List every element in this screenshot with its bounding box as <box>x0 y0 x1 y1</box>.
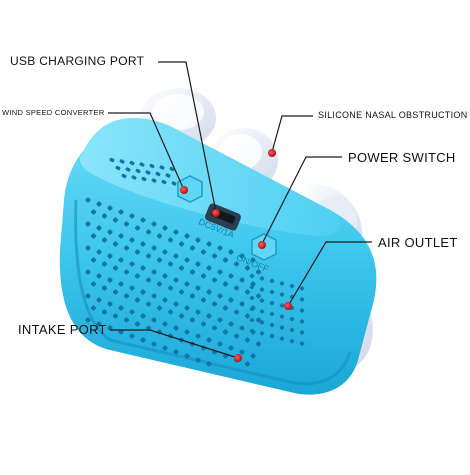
leader-power <box>261 156 342 245</box>
leader-usb <box>158 61 217 213</box>
label-wind-speed-converter: WIND SPEED CONVERTER <box>2 108 105 117</box>
marker-usb <box>212 209 220 217</box>
marker-silicone <box>268 149 276 157</box>
air-outlet-holes <box>249 273 305 346</box>
leader-intake <box>110 329 239 359</box>
leader-air-outlet <box>287 241 372 307</box>
markers <box>180 149 292 362</box>
leader-silicone <box>271 115 313 153</box>
label-power-switch: POWER SWITCH <box>348 150 456 165</box>
marker-wind-speed <box>180 186 188 194</box>
label-intake-port: INTAKE PORT <box>18 322 107 337</box>
label-usb-charging-port: USB CHARGING PORT <box>10 54 145 68</box>
leader-lines <box>108 61 372 359</box>
device-body <box>59 118 377 395</box>
label-silicone-nasal-obstruction: SILICONE NASAL OBSTRUCTION <box>318 110 468 120</box>
marker-power <box>258 241 266 249</box>
top-vent-holes <box>109 157 177 186</box>
leader-wind-speed <box>108 112 185 191</box>
wind-speed-button <box>177 175 203 203</box>
marker-intake <box>234 354 242 362</box>
label-air-outlet: AIR OUTLET <box>378 235 458 250</box>
marker-air-outlet <box>284 302 292 310</box>
